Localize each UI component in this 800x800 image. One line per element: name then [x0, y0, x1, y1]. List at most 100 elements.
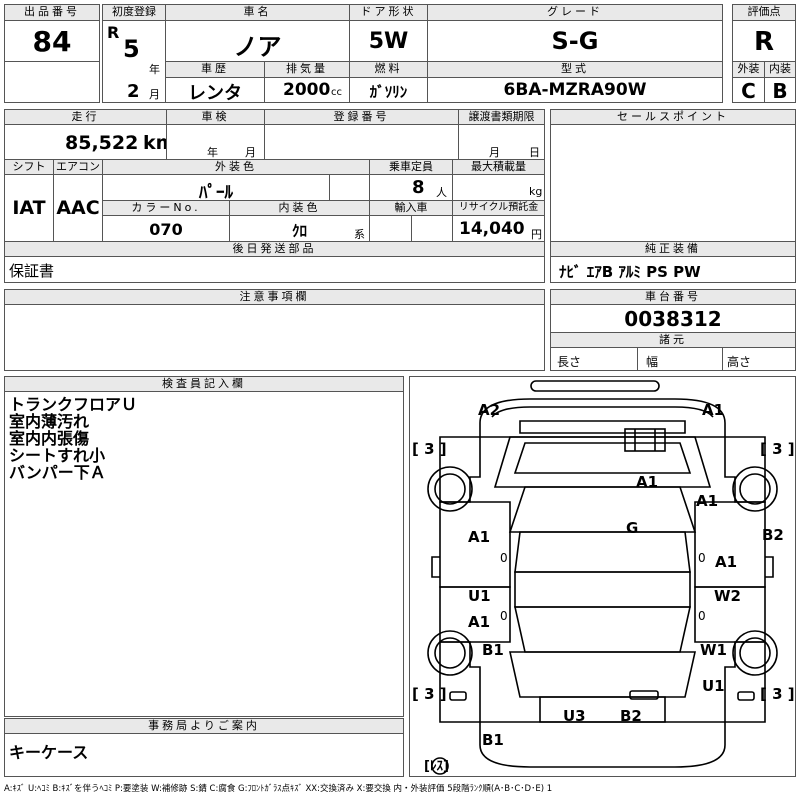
wheel-rr: [732, 630, 778, 676]
later-parts-header: 後日発送部品: [4, 241, 545, 257]
interior-header: 内装: [764, 61, 796, 78]
color: ﾊﾟｰﾙ: [199, 183, 233, 201]
fuel-header: 燃料: [349, 61, 428, 78]
mark-b1-bumper: B1: [482, 731, 504, 749]
recycle-header: リサイクル預託金: [452, 200, 545, 216]
model: 6BA-MZRA90W: [503, 80, 647, 100]
equipment-header: 純正装備: [550, 241, 796, 257]
interior-color-header: 内装色: [229, 200, 370, 216]
mark-a1-door-fl: A1: [468, 528, 491, 546]
inspector-line: 室内薄汚れ: [9, 412, 90, 431]
spec-length-cell: 長さ: [550, 347, 638, 371]
mark-a2-front-left: A2: [478, 401, 501, 419]
inspector-line: 室内内張傷: [9, 429, 90, 448]
mark-tire-fl: [ 3 ]: [412, 440, 447, 458]
door-type: 5W: [368, 29, 409, 54]
fuel-cell: ｶﾞｿﾘﾝ: [349, 77, 428, 103]
left-quarter: [439, 641, 481, 723]
mark-a1-hood: A1: [636, 473, 659, 491]
lot-number-header: 出品番号: [4, 4, 100, 21]
lot-number-cell: 84: [4, 20, 100, 62]
chassis-header: 車台番号: [550, 289, 796, 305]
displacement-header: 排気量: [264, 61, 350, 78]
fuel: ｶﾞｿﾘﾝ: [369, 83, 408, 101]
door-cell: 5W: [349, 20, 428, 62]
mark-b2-rear: B2: [620, 707, 642, 725]
ac-header: エアコン: [53, 159, 103, 175]
notes-header: 注意事項欄: [4, 289, 545, 305]
exterior-grade: C: [741, 79, 756, 103]
mark-w2-door-rr: W2: [714, 587, 741, 605]
roof-front: [514, 531, 691, 573]
spec-width-label: 幅: [646, 355, 659, 369]
mileage-unit: km: [143, 132, 166, 154]
score-cell: R: [732, 20, 796, 62]
color-no-header: カラーNo.: [102, 200, 230, 216]
mark-spare-less: [ﾚｽ]: [424, 759, 449, 774]
inspector-cell: トランクフロアＵ 室内薄汚れ 室内内張傷 シートすれ小 バンパー下Ａ: [4, 391, 404, 717]
roof-mid: [514, 571, 691, 608]
color-cell: ﾊﾟｰﾙ: [102, 174, 330, 201]
recycle-cell: 14,040 円: [452, 215, 545, 242]
front-bumper-line: [491, 406, 714, 418]
shift-header: シフト: [4, 159, 54, 175]
inspector-line: バンパー下Ａ: [9, 463, 106, 482]
office-cell: キーケース: [4, 733, 404, 777]
chassis-cell: 0038312: [550, 304, 796, 333]
reg-year: 5: [123, 35, 140, 63]
mark-tire-rl: [ 3 ]: [412, 685, 447, 703]
door-header: ドア形状: [349, 4, 428, 21]
spec-width-cell: 幅: [637, 347, 723, 371]
notes-cell: [4, 304, 545, 371]
legend: A:ｷｽﾞ U:ﾍｺﾐ B:ｷｽﾞを伴うﾍｺﾐ P:要塗装 W:補修跡 S:錆 …: [4, 784, 553, 794]
capacity-cell: 8 人: [369, 174, 453, 201]
left-rear-door: [439, 586, 511, 643]
capacity-header: 乗車定員: [369, 159, 453, 175]
interior-color: ｸﾛ: [291, 222, 307, 240]
load-header: 最大積載量: [452, 159, 545, 175]
interior-grade: B: [772, 79, 788, 103]
roof-edge-strip: [530, 380, 660, 392]
mark-b1-quarter-left: B1: [482, 641, 504, 659]
model-header: 型式: [427, 61, 723, 78]
car-diagram-frame: A2 A1 [ 3 ] [ 3 ] A1 A1 G A1 0 B2 0 A1 U…: [409, 376, 796, 777]
equipment: ﾅﾋﾞ ｴｱB ｱﾙﾐ PS PW: [559, 263, 701, 281]
transfer-day-unit: 日: [529, 146, 540, 159]
hood: [493, 436, 712, 488]
equipment-cell: ﾅﾋﾞ ｴｱB ｱﾙﾐ PS PW: [550, 256, 796, 283]
hood-inner: [513, 442, 692, 474]
grade: S-G: [551, 27, 599, 55]
color-header: 外装色: [102, 159, 370, 175]
color-extra-cell: [329, 174, 370, 201]
inspection-cell: 年 月: [166, 124, 265, 160]
sales-header: セールスポイント: [550, 109, 796, 125]
front-bumper: [479, 398, 726, 438]
mark-zero-rr: 0: [698, 609, 706, 623]
left-mirror: [431, 556, 440, 578]
lot-number: 84: [32, 25, 72, 58]
reg-month: 2: [127, 81, 140, 102]
transfer-cell: 月 日: [458, 124, 545, 160]
ac-cell: AAC: [53, 174, 103, 242]
displacement: 2000: [283, 80, 331, 100]
mark-u3-rear: U3: [563, 707, 586, 725]
windshield: [508, 486, 697, 533]
interior-color-cell: ｸﾛ 系: [229, 215, 370, 242]
transfer-header: 譲渡書類期限: [458, 109, 545, 125]
spec-header: 諸元: [550, 332, 796, 348]
history-header: 車歴: [165, 61, 265, 78]
inspection-month-unit: 月: [245, 146, 256, 159]
ac: AAC: [56, 197, 100, 219]
rear-plate: [539, 696, 666, 723]
mark-w1-quarter-right: W1: [700, 641, 727, 659]
mark-g-windshield: G: [626, 519, 639, 537]
car-name-header: 車名: [165, 4, 350, 21]
history-cell: レンタ: [165, 77, 265, 103]
right-front-door: [694, 501, 766, 588]
inspection-header: 車検: [166, 109, 265, 125]
rear-glass: [514, 606, 691, 653]
sales-cell: [550, 124, 796, 242]
color-no: 070: [149, 220, 183, 239]
mark-b2-right: B2: [762, 526, 784, 544]
shift-cell: IAT: [4, 174, 54, 242]
